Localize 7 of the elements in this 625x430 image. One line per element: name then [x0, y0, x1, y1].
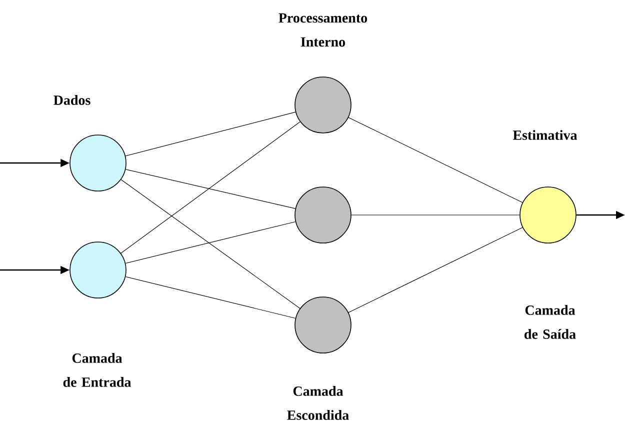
layer-label: Camada de Saída: [524, 305, 576, 339]
neuron-circle: [70, 134, 126, 192]
neuron-circle: [520, 186, 576, 244]
neuron-circle: [294, 296, 352, 354]
neuron-circle: [294, 186, 352, 244]
neuron-circle: [70, 242, 126, 298]
neuron-circle: [294, 76, 352, 134]
